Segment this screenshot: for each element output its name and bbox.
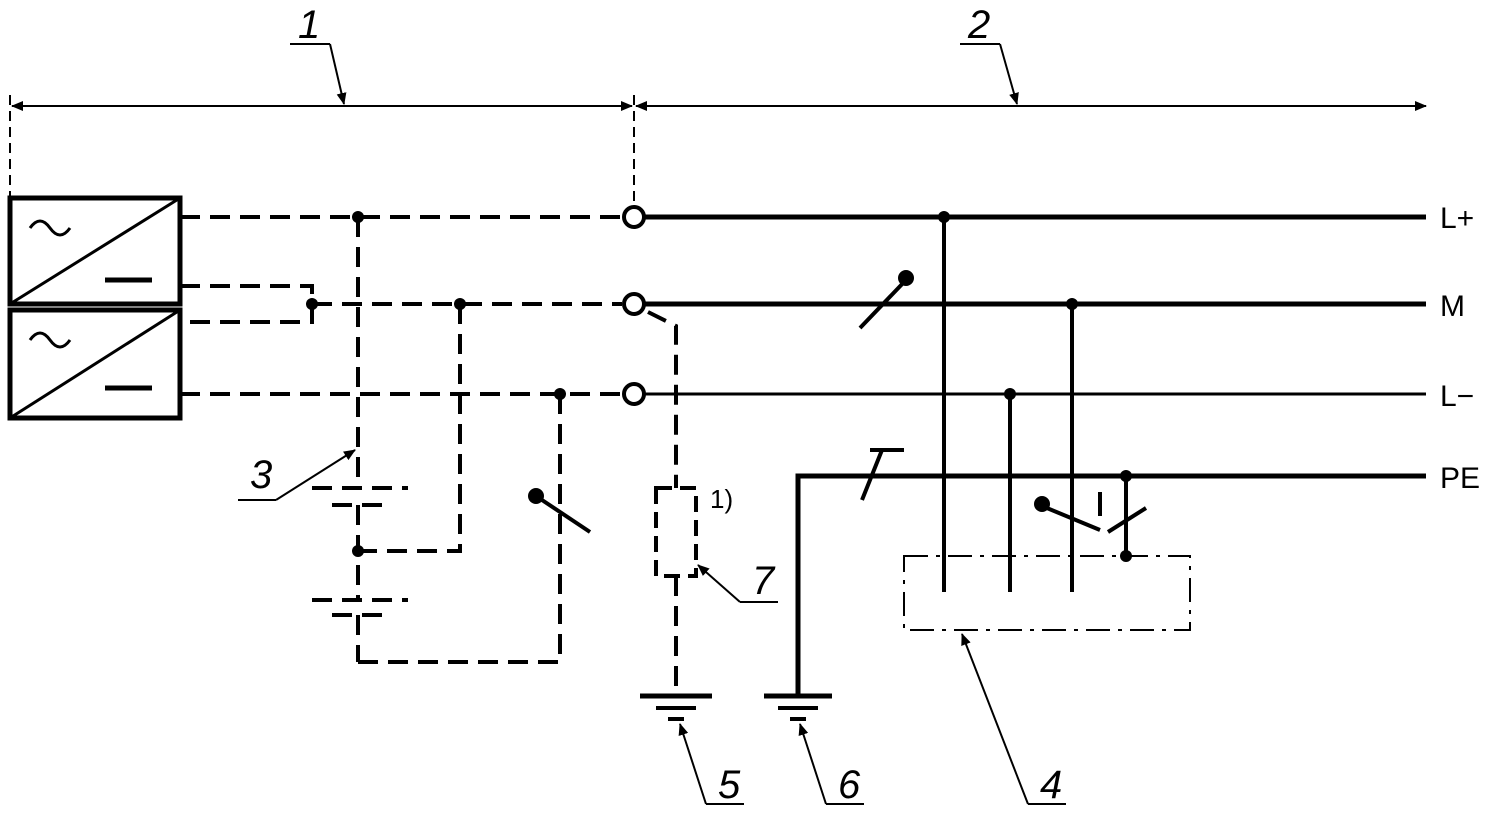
callout-7: 7 (697, 559, 778, 603)
fault-mark-pe (860, 448, 904, 501)
svg-text:5: 5 (718, 763, 741, 807)
ac-symbol (28, 219, 72, 237)
power-supply-lower (7, 307, 183, 421)
equipment-enclosure (903, 555, 1191, 631)
callout-4: 4 (961, 633, 1066, 807)
rail-m: M (644, 290, 1465, 323)
ac-symbol (28, 331, 72, 349)
svg-text:PE: PE (1440, 462, 1480, 495)
power-supply-upper (7, 195, 183, 307)
junctions-section1 (306, 211, 566, 557)
callout-3: 3 (238, 449, 356, 501)
svg-text:6: 6 (838, 763, 861, 807)
svg-text:2: 2 (967, 3, 990, 47)
callout-1: 1 (290, 3, 347, 105)
fault-switch-pe (1034, 492, 1148, 534)
svg-text:M: M (1440, 290, 1465, 323)
earthing-impedance: 1) (654, 484, 733, 578)
consumer-connections (938, 211, 1132, 592)
earth-electrode-5 (640, 693, 712, 721)
svg-text:1): 1) (710, 484, 733, 514)
svg-text:3: 3 (250, 453, 272, 497)
callout-2: 2 (960, 3, 1019, 105)
dimension-lines (9, 95, 1427, 205)
fault-switch-m (858, 270, 914, 330)
callout-5: 5 (678, 723, 744, 807)
earth-electrode-6 (764, 693, 832, 721)
rail-pe: PE (795, 462, 1480, 694)
svg-text:7: 7 (752, 559, 776, 603)
svg-text:L−: L− (1440, 380, 1474, 413)
svg-text:1: 1 (298, 3, 320, 47)
terminals (622, 205, 646, 406)
svg-text:L+: L+ (1440, 202, 1474, 235)
fault-switch-section1 (528, 488, 592, 534)
callout-6: 6 (798, 723, 864, 807)
svg-text:4: 4 (1040, 763, 1062, 807)
internal-wiring (180, 215, 678, 694)
rail-l-minus: L− (644, 380, 1474, 413)
rail-l-plus: L+ (644, 202, 1474, 235)
